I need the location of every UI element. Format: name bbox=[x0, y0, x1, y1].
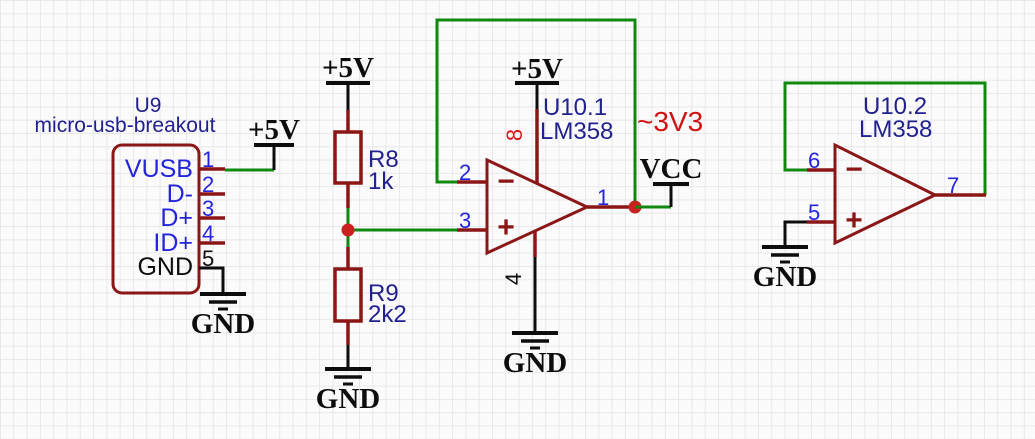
u9-pin2-name: D- bbox=[167, 180, 193, 208]
u10-1-pin8-number: 8 bbox=[502, 129, 527, 141]
u9-pin4-number: 4 bbox=[202, 221, 214, 246]
wire-u10-2-gnd[interactable] bbox=[783, 220, 807, 247]
r9-ref-label[interactable]: R9 bbox=[368, 280, 399, 307]
u10-2-pin6-number: 6 bbox=[808, 148, 820, 173]
u10-1-inverting-input-icon: − bbox=[497, 165, 515, 198]
u10-1-value-label[interactable]: LM358 bbox=[540, 118, 613, 145]
wire-u10-2-feedback[interactable] bbox=[783, 81, 987, 195]
u10-1-pin4-number: 4 bbox=[501, 273, 526, 285]
component-u10-1[interactable]: U10.1 LM358 − + 2 3 1 8 4 bbox=[457, 94, 637, 285]
u9-pin4-name: ID+ bbox=[153, 229, 193, 257]
wire-u9-gnd[interactable] bbox=[199, 266, 225, 294]
gnd-symbol-u10-2[interactable]: GND bbox=[753, 245, 817, 293]
u10-2-noninverting-input-icon: + bbox=[845, 204, 863, 237]
gnd-symbol-u9[interactable]: GND bbox=[191, 292, 255, 340]
gnd-symbol-u10-1[interactable]: GND bbox=[503, 331, 567, 379]
u10-1-pin1-number: 1 bbox=[597, 185, 609, 210]
junction-divider bbox=[341, 223, 355, 237]
gnd-u10-1-label: GND bbox=[503, 347, 567, 379]
net-label-3v3[interactable]: ~3V3 bbox=[637, 106, 703, 137]
power-5v-divider-label: +5V bbox=[322, 52, 374, 84]
component-r9[interactable]: R9 2k2 bbox=[333, 247, 407, 345]
u10-1-noninverting-input-icon: + bbox=[497, 211, 515, 244]
u10-1-body[interactable] bbox=[485, 157, 591, 256]
u9-pin1-number: 1 bbox=[202, 147, 214, 172]
u9-pin2-number: 2 bbox=[202, 172, 214, 197]
u10-1-pin3-number: 3 bbox=[459, 208, 471, 233]
u9-pin1-name: VUSB bbox=[125, 155, 193, 183]
gnd-u10-2-label: GND bbox=[753, 261, 817, 293]
r9-body[interactable] bbox=[333, 267, 363, 323]
power-vcc[interactable]: VCC bbox=[640, 153, 703, 207]
power-5v-u10-1[interactable]: +5V bbox=[511, 53, 563, 109]
r8-body[interactable] bbox=[333, 130, 363, 185]
r8-ref-label[interactable]: R8 bbox=[368, 146, 399, 173]
u9-pin5-name: GND bbox=[137, 253, 193, 281]
u10-2-pin7-number: 7 bbox=[947, 173, 959, 198]
u9-pin3-number: 3 bbox=[202, 196, 214, 221]
u10-2-body[interactable] bbox=[833, 142, 939, 246]
wire-u10-1-feedback[interactable] bbox=[435, 18, 637, 207]
u10-2-value-label[interactable]: LM358 bbox=[859, 116, 932, 143]
gnd-u9-label: GND bbox=[191, 308, 255, 340]
component-r8[interactable]: R8 1k bbox=[333, 110, 399, 208]
power-5v-divider[interactable]: +5V bbox=[322, 52, 374, 110]
u10-2-pin5-number: 5 bbox=[808, 200, 820, 225]
power-5v-u9-label: +5V bbox=[248, 114, 300, 146]
u10-1-ref-label[interactable]: U10.1 bbox=[543, 94, 607, 121]
u10-2-inverting-input-icon: − bbox=[845, 153, 863, 186]
component-u10-2[interactable]: U10.2 LM358 − + 6 5 7 bbox=[807, 93, 986, 246]
gnd-r9-label: GND bbox=[316, 383, 380, 415]
r9-value-label[interactable]: 2k2 bbox=[368, 301, 407, 328]
component-u9[interactable]: U9 micro-usb-breakout 1 2 3 4 5 VUSB D- … bbox=[35, 94, 225, 295]
u9-pin5-number: 5 bbox=[202, 246, 214, 271]
u10-2-ref-label[interactable]: U10.2 bbox=[863, 93, 927, 120]
gnd-symbol-r9[interactable]: GND bbox=[316, 367, 380, 415]
u9-pin3-name: D+ bbox=[160, 204, 193, 232]
power-vcc-label: VCC bbox=[640, 153, 703, 185]
power-5v-u9[interactable]: +5V bbox=[248, 114, 300, 170]
u9-value-label[interactable]: micro-usb-breakout bbox=[35, 114, 216, 137]
u10-1-pin2-number: 2 bbox=[459, 160, 471, 185]
r8-value-label[interactable]: 1k bbox=[368, 168, 394, 195]
power-5v-u10-1-label: +5V bbox=[511, 53, 563, 85]
u9-ref-label[interactable]: U9 bbox=[135, 94, 162, 117]
